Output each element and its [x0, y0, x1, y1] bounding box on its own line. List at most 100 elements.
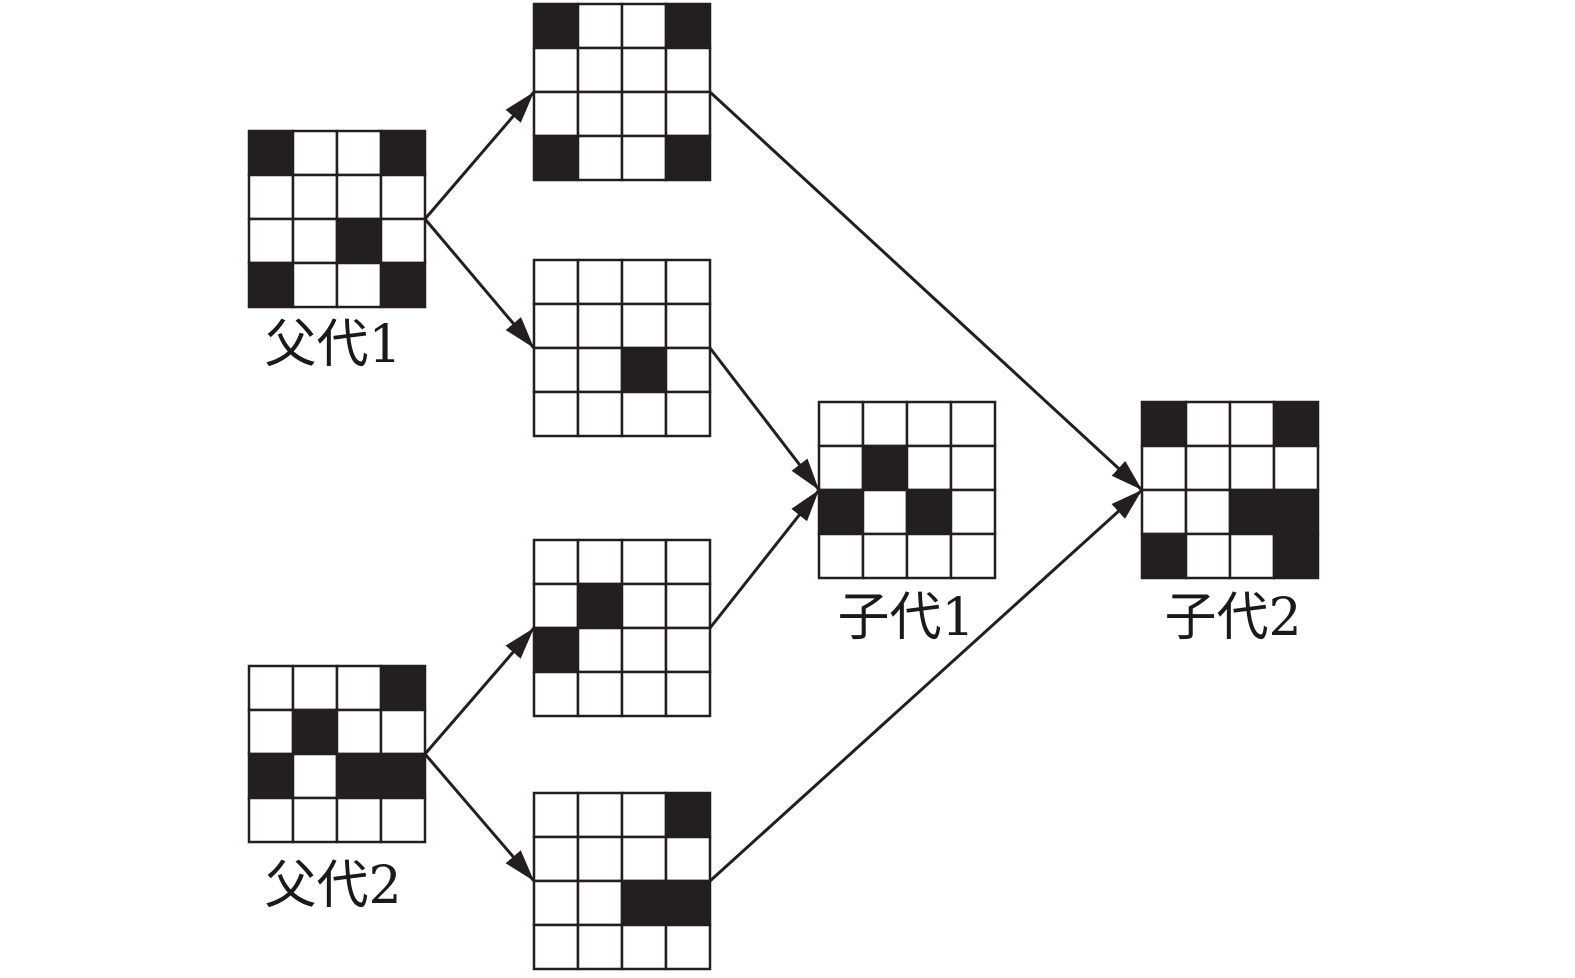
child2-grid [1140, 400, 1320, 580]
empty-cell [664, 582, 712, 630]
empty-cell [817, 400, 865, 448]
empty-cell [379, 796, 427, 844]
arrow-p1-part-a-to-child2 [708, 90, 1144, 492]
arrow-parent2-to-p2-part-a [423, 627, 536, 755]
empty-cell [335, 796, 383, 844]
filled-cell [861, 444, 909, 492]
filled-cell [664, 879, 712, 927]
empty-cell [949, 444, 997, 492]
empty-cell [620, 670, 668, 718]
empty-cell [379, 217, 427, 265]
arrows [423, 90, 1144, 883]
empty-cell [532, 46, 580, 94]
empty-cell [949, 532, 997, 580]
filled-cell [532, 2, 580, 50]
filled-cell [532, 626, 580, 674]
empty-cell [664, 346, 712, 394]
empty-cell [532, 582, 580, 630]
empty-cell [664, 46, 712, 94]
arrow-parent2-to-p2-part-b [423, 753, 536, 882]
empty-cell [576, 791, 624, 839]
parent2-label: 父代2 [264, 856, 401, 916]
filled-cell [532, 134, 580, 182]
empty-cell [620, 2, 668, 50]
labels: 父代1 父代2 子代1 子代2 [264, 315, 1301, 916]
empty-cell [576, 390, 624, 438]
empty-cell [247, 796, 295, 844]
empty-cell [335, 173, 383, 221]
empty-cell [620, 923, 668, 971]
empty-cell [576, 923, 624, 971]
empty-cell [576, 302, 624, 350]
empty-cell [576, 46, 624, 94]
empty-cell [620, 582, 668, 630]
filled-cell [291, 708, 339, 756]
empty-cell [1184, 532, 1232, 580]
filled-cell [1272, 400, 1320, 448]
empty-cell [379, 708, 427, 756]
empty-cell [620, 46, 668, 94]
empty-cell [576, 879, 624, 927]
empty-cell [861, 532, 909, 580]
empty-cell [291, 664, 339, 712]
empty-cell [532, 879, 580, 927]
empty-cell [664, 302, 712, 350]
empty-cell [247, 708, 295, 756]
empty-cell [1228, 400, 1276, 448]
parent2-grid [247, 664, 427, 844]
empty-cell [664, 538, 712, 586]
empty-cell [1228, 444, 1276, 492]
filled-cell [1272, 488, 1320, 536]
empty-cell [664, 670, 712, 718]
empty-cell [576, 835, 624, 883]
empty-cell [664, 390, 712, 438]
empty-cell [335, 708, 383, 756]
empty-cell [664, 626, 712, 674]
empty-cell [335, 129, 383, 177]
empty-cell [664, 923, 712, 971]
empty-cell [664, 258, 712, 306]
empty-cell [620, 302, 668, 350]
empty-cell [576, 538, 624, 586]
filled-cell [247, 261, 295, 309]
empty-cell [576, 2, 624, 50]
arrow-parent1-to-p1-part-a [423, 91, 536, 220]
grids [247, 2, 1320, 971]
filled-cell [664, 2, 712, 50]
filled-cell [1140, 400, 1188, 448]
filled-cell [620, 879, 668, 927]
empty-cell [1228, 532, 1276, 580]
empty-cell [291, 796, 339, 844]
filled-cell [335, 217, 383, 265]
empty-cell [532, 670, 580, 718]
child1-label: 子代1 [837, 588, 974, 648]
empty-cell [576, 258, 624, 306]
empty-cell [1140, 444, 1188, 492]
filled-cell [817, 488, 865, 536]
empty-cell [291, 129, 339, 177]
empty-cell [576, 670, 624, 718]
parent1-label: 父代1 [264, 315, 401, 375]
arrow-p1-part-b-to-child1 [708, 347, 821, 491]
empty-cell [1272, 444, 1320, 492]
empty-cell [664, 90, 712, 138]
filled-cell [247, 752, 295, 800]
empty-cell [905, 532, 953, 580]
empty-cell [379, 173, 427, 221]
p1-part-b-grid [532, 258, 712, 438]
arrow-p2-part-a-to-child1 [708, 489, 821, 629]
empty-cell [905, 444, 953, 492]
empty-cell [620, 791, 668, 839]
empty-cell [1184, 488, 1232, 536]
empty-cell [620, 626, 668, 674]
empty-cell [620, 134, 668, 182]
empty-cell [335, 261, 383, 309]
filled-cell [576, 582, 624, 630]
empty-cell [532, 835, 580, 883]
empty-cell [620, 390, 668, 438]
empty-cell [291, 261, 339, 309]
empty-cell [576, 626, 624, 674]
empty-cell [532, 258, 580, 306]
empty-cell [532, 346, 580, 394]
